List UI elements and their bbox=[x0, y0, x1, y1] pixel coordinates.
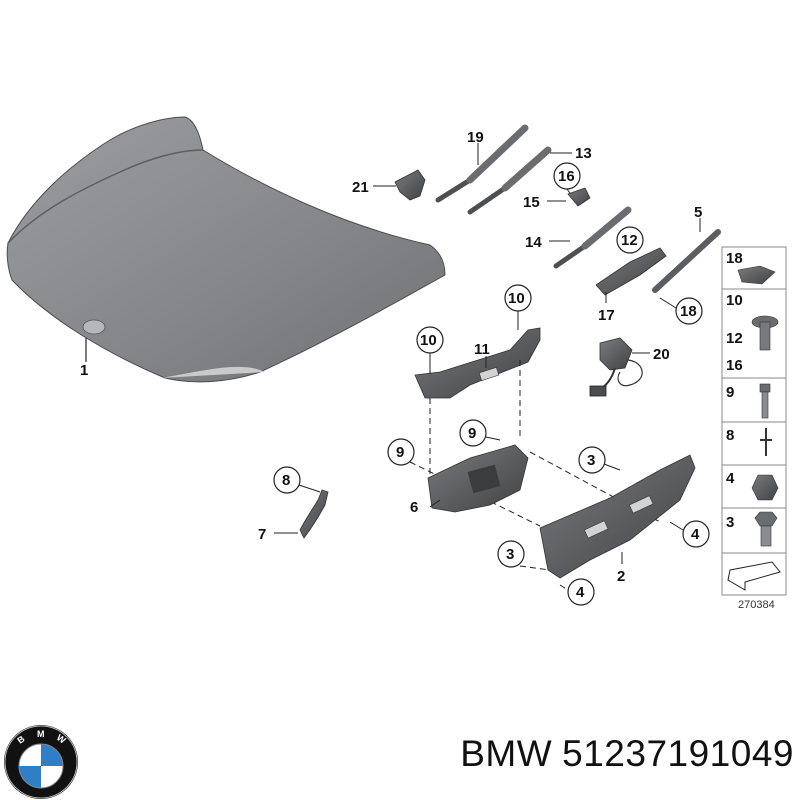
callout-9-right: 9 bbox=[459, 419, 501, 447]
callout-1: 1 bbox=[80, 338, 88, 379]
svg-text:19: 19 bbox=[467, 129, 484, 146]
callout-19: 19 bbox=[467, 129, 484, 165]
callout-2: 2 bbox=[617, 552, 625, 585]
callout-11: 11 bbox=[474, 341, 490, 368]
callout-6: 6 bbox=[410, 499, 441, 516]
callout-label: 1 bbox=[80, 362, 88, 379]
callout-7: 7 bbox=[258, 526, 298, 543]
svg-text:11: 11 bbox=[474, 341, 490, 358]
hinge-part-15 bbox=[567, 187, 591, 207]
svg-text:4: 4 bbox=[691, 526, 700, 543]
svg-text:10: 10 bbox=[726, 292, 743, 309]
bmw-logo: B M W bbox=[4, 725, 78, 799]
svg-text:15: 15 bbox=[523, 194, 540, 211]
svg-text:6: 6 bbox=[410, 499, 418, 516]
svg-text:3: 3 bbox=[506, 546, 514, 563]
callout-9-left: 9 bbox=[387, 438, 415, 466]
lock-bracket-11 bbox=[414, 327, 541, 399]
svg-text:9: 9 bbox=[468, 425, 476, 442]
callout-4-right: 4 bbox=[669, 520, 710, 548]
callout-18: 18 bbox=[659, 297, 703, 325]
lock-carrier-2 bbox=[539, 454, 696, 579]
callout-5: 5 bbox=[694, 204, 702, 232]
callout-15: 15 bbox=[523, 194, 566, 211]
svg-text:M: M bbox=[37, 729, 45, 739]
legend-label-4: 4 bbox=[726, 470, 735, 487]
svg-text:12: 12 bbox=[726, 330, 743, 347]
callout-4-bottom: 4 bbox=[567, 578, 595, 606]
gas-strut-19 bbox=[435, 124, 529, 203]
bracket-21 bbox=[394, 169, 426, 201]
part-number: 51237191049 bbox=[562, 733, 794, 774]
hood-lock-6 bbox=[427, 444, 529, 513]
callout-12: 12 bbox=[616, 226, 644, 254]
svg-text:10: 10 bbox=[508, 290, 525, 307]
svg-text:7: 7 bbox=[258, 526, 266, 543]
callout-14: 14 bbox=[525, 234, 570, 251]
callout-21: 21 bbox=[352, 179, 396, 196]
svg-text:20: 20 bbox=[653, 346, 670, 363]
svg-text:10: 10 bbox=[420, 332, 437, 349]
svg-text:13: 13 bbox=[575, 145, 592, 162]
hood-panel bbox=[6, 116, 446, 383]
callout-13: 13 bbox=[550, 145, 592, 162]
callout-3-top: 3 bbox=[578, 446, 621, 474]
callout-8: 8 bbox=[273, 466, 321, 494]
legend-label-8: 8 bbox=[726, 427, 734, 444]
hinge-arm-12 bbox=[595, 247, 667, 296]
gas-strut-13 bbox=[467, 146, 552, 215]
svg-text:3: 3 bbox=[587, 452, 595, 469]
svg-text:5: 5 bbox=[694, 204, 702, 221]
legend-label-18: 18 bbox=[726, 250, 743, 267]
bracket-7 bbox=[299, 489, 329, 539]
svg-text:16: 16 bbox=[726, 357, 743, 374]
callout-17: 17 bbox=[598, 292, 615, 324]
brand-name: BMW bbox=[460, 733, 553, 774]
lock-sensor-20 bbox=[589, 337, 643, 397]
svg-text:8: 8 bbox=[282, 472, 290, 489]
svg-text:4: 4 bbox=[576, 584, 585, 601]
legend-label-9: 9 bbox=[726, 384, 734, 401]
callout-3-bottom: 3 bbox=[497, 540, 525, 568]
legend-label-3: 3 bbox=[726, 514, 734, 531]
gas-strut-14 bbox=[553, 206, 632, 269]
callout-10-lower: 10 bbox=[416, 326, 444, 374]
svg-text:2: 2 bbox=[617, 568, 625, 585]
svg-text:16: 16 bbox=[558, 168, 575, 185]
hinge-rod-5 bbox=[652, 229, 721, 293]
svg-text:17: 17 bbox=[598, 307, 615, 324]
svg-text:14: 14 bbox=[525, 234, 542, 251]
callout-20: 20 bbox=[632, 346, 670, 363]
svg-text:B: B bbox=[15, 733, 26, 745]
svg-text:9: 9 bbox=[396, 444, 404, 461]
svg-text:12: 12 bbox=[621, 232, 638, 249]
svg-text:21: 21 bbox=[352, 179, 369, 196]
reference-number: 270384 bbox=[738, 599, 775, 611]
svg-text:18: 18 bbox=[680, 303, 697, 320]
callout-10-upper: 10 bbox=[504, 284, 532, 330]
fastener-legend: 18 10 12 16 9 8 4 3 bbox=[721, 246, 787, 596]
